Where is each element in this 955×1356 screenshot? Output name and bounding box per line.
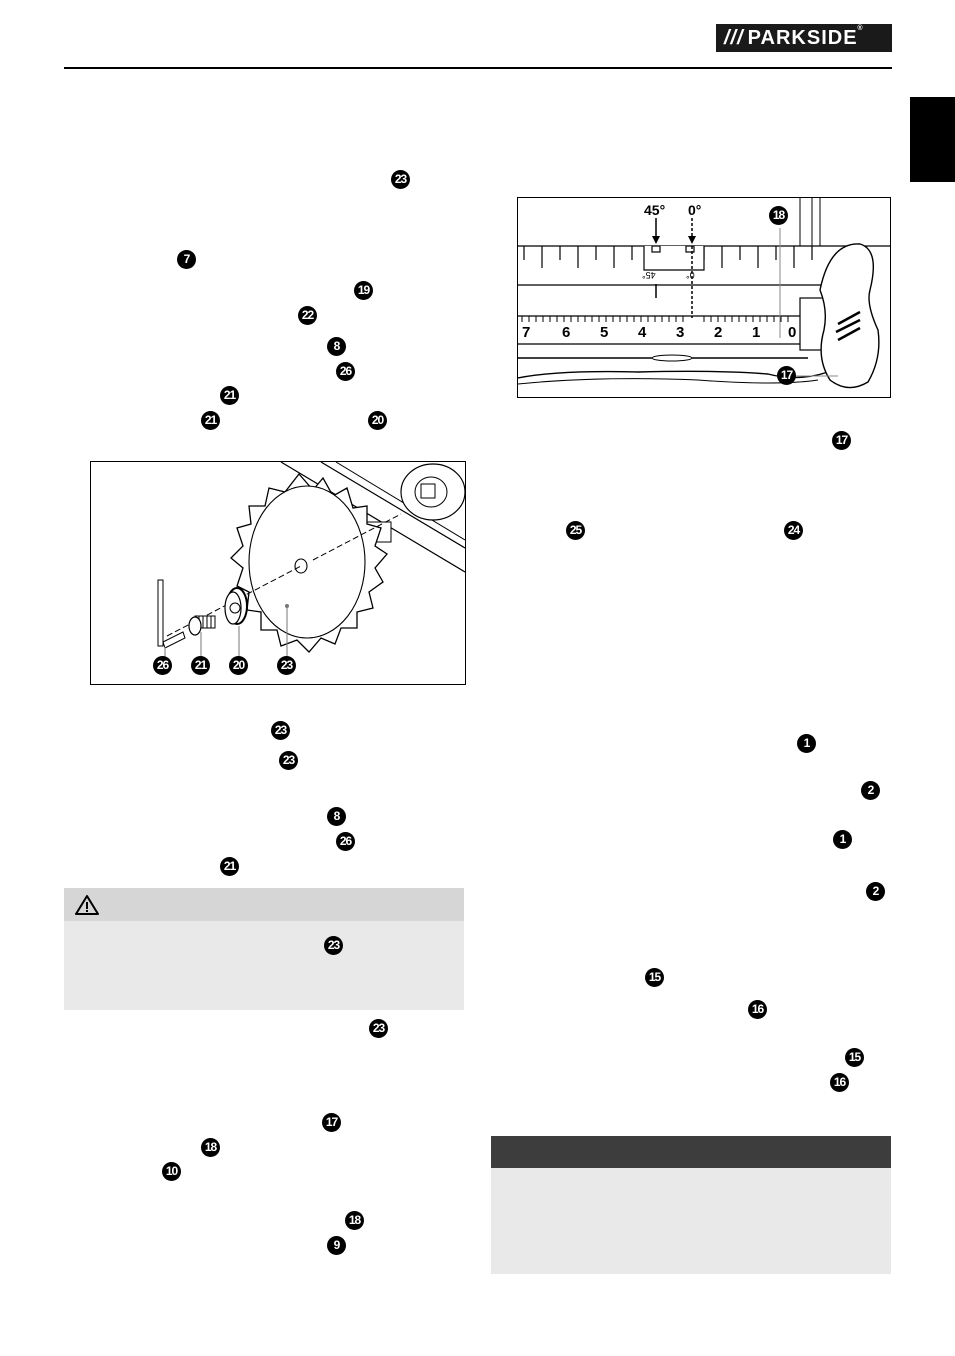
logo-brand-text: PARKSIDE — [747, 27, 858, 49]
logo-brand: PARKSIDE ® — [747, 24, 863, 52]
scale-label-45: 45° — [644, 202, 666, 218]
marker-1: 1 — [833, 830, 852, 849]
figure-label-20: 20 — [229, 656, 248, 675]
marker-23: 23 — [324, 936, 343, 955]
figure-label-18: 18 — [769, 206, 788, 225]
marker-17: 17 — [322, 1113, 341, 1132]
parkside-logo: /// PARKSIDE ® — [716, 24, 892, 52]
marker-16: 16 — [830, 1073, 849, 1092]
marker-18: 18 — [345, 1211, 364, 1230]
language-side-tab — [910, 97, 955, 182]
marker-23: 23 — [271, 721, 290, 740]
marker-8: 8 — [327, 807, 346, 826]
marker-22: 22 — [298, 306, 317, 325]
marker-7: 7 — [177, 250, 196, 269]
figure-label-26: 26 — [153, 656, 172, 675]
marker-23: 23 — [391, 170, 410, 189]
scale-label-0: 0° — [688, 202, 702, 218]
saw-blade-figure: 26 21 20 23 — [90, 461, 466, 685]
scale-number: 3 — [676, 324, 685, 341]
saw-blade-drawing — [157, 462, 465, 658]
marker-1: 1 — [797, 734, 816, 753]
marker-18: 18 — [201, 1138, 220, 1157]
warning-header-bar — [64, 888, 464, 921]
marker-21: 21 — [220, 857, 239, 876]
marker-20: 20 — [368, 411, 387, 430]
marker-2: 2 — [861, 781, 880, 800]
scale-number: 4 — [638, 324, 647, 341]
note-header-bar — [491, 1136, 891, 1168]
marker-10: 10 — [162, 1162, 181, 1181]
logo-slashes: /// — [724, 27, 744, 49]
marker-17: 17 — [832, 431, 851, 450]
marker-21: 21 — [201, 411, 220, 430]
marker-9: 9 — [327, 1236, 346, 1255]
logo-registered: ® — [857, 25, 864, 32]
bevel-scale-figure: 45° 0° 45° 0° 7 6 5 4 3 2 1 0 18 17 — [517, 197, 891, 398]
marker-23: 23 — [279, 751, 298, 770]
scale-number: 6 — [562, 324, 571, 341]
warning-triangle-icon — [75, 895, 99, 915]
scale-number: 1 — [752, 324, 761, 341]
note-body — [491, 1168, 891, 1274]
warning-body — [64, 921, 464, 1010]
marker-24: 24 — [784, 521, 803, 540]
marker-2: 2 — [866, 882, 885, 901]
figure-label-17: 17 — [777, 366, 796, 385]
marker-19: 19 — [354, 281, 373, 300]
marker-25: 25 — [566, 521, 585, 540]
figure-label-23: 23 — [277, 656, 296, 675]
marker-26: 26 — [336, 362, 355, 381]
header-rule — [64, 67, 892, 69]
marker-8: 8 — [327, 337, 346, 356]
figure-label-21: 21 — [191, 656, 210, 675]
marker-16: 16 — [748, 1000, 767, 1019]
marker-21: 21 — [220, 386, 239, 405]
marker-15: 15 — [645, 968, 664, 987]
scale-inner-0: 0° — [686, 270, 695, 280]
scale-number: 7 — [522, 324, 531, 341]
scale-number: 0 — [788, 324, 797, 341]
scale-number: 5 — [600, 324, 609, 341]
marker-26: 26 — [336, 832, 355, 851]
bevel-scale-drawing — [518, 198, 890, 389]
marker-23: 23 — [369, 1019, 388, 1038]
scale-inner-45: 45° — [642, 270, 656, 280]
scale-number: 2 — [714, 324, 723, 341]
marker-15: 15 — [845, 1048, 864, 1067]
